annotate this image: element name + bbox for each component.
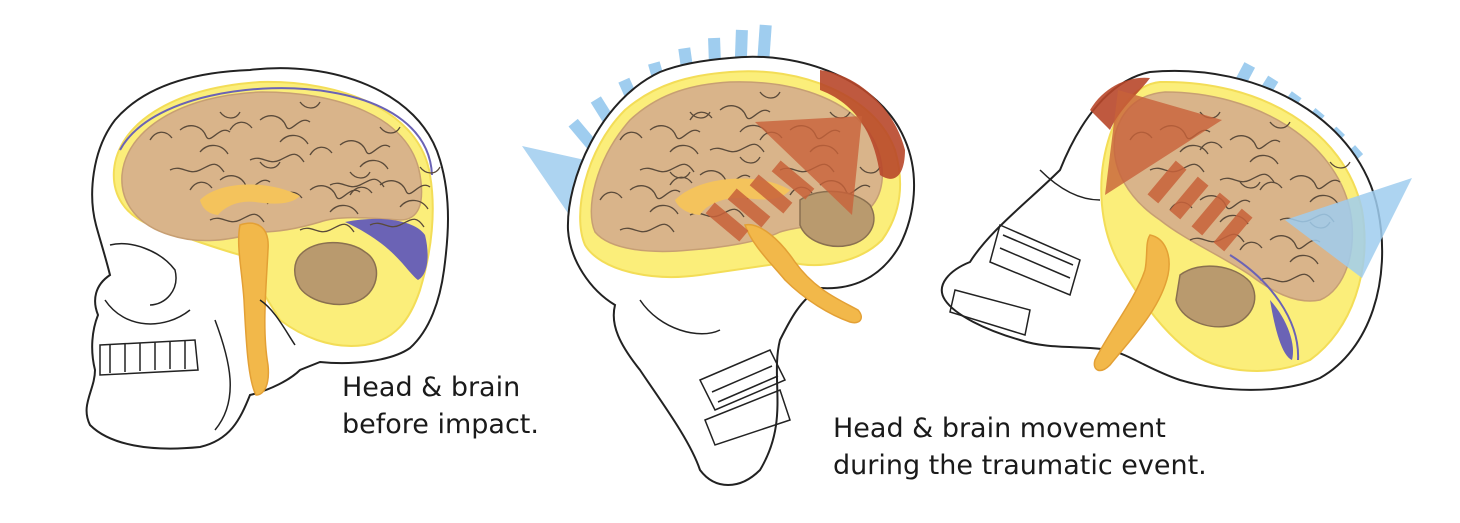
cerebellum [1175,265,1256,328]
caption-before-impact: Head & brain before impact. [342,369,539,443]
venous-sinus [119,87,433,176]
force-arrow-shaft [1147,160,1253,252]
sinus-pool [345,218,428,280]
corpus-callosum [200,184,300,215]
skull-face-details [99,243,296,431]
cerebellum [294,241,378,306]
force-arrow [1105,90,1222,195]
impact-wedge-right [1285,178,1412,278]
skull-face-details [949,169,1101,336]
sinus-pool [1270,300,1294,360]
caption-before-line-1: Head & brain [342,372,521,403]
skull-face-details [639,299,791,446]
head-before-impact-icon [85,67,449,450]
caption-during-line-1: Head & brain movement [833,413,1166,444]
head-front-impact-icon [522,24,915,486]
head-rebound-impact-icon [940,62,1412,391]
contusion-front [820,70,905,179]
caption-during-line-2: during the traumatic event. [833,450,1207,481]
caption-during-event: Head & brain movement during the traumat… [833,410,1207,484]
brainstem [744,224,862,324]
brain [121,91,423,242]
venous-sinus [1229,254,1300,361]
force-arrow [755,116,862,215]
brainstem [237,222,270,396]
brainstem [1093,234,1170,372]
caption-before-line-2: before impact. [342,409,539,440]
force-arrow-shaft [705,160,815,242]
